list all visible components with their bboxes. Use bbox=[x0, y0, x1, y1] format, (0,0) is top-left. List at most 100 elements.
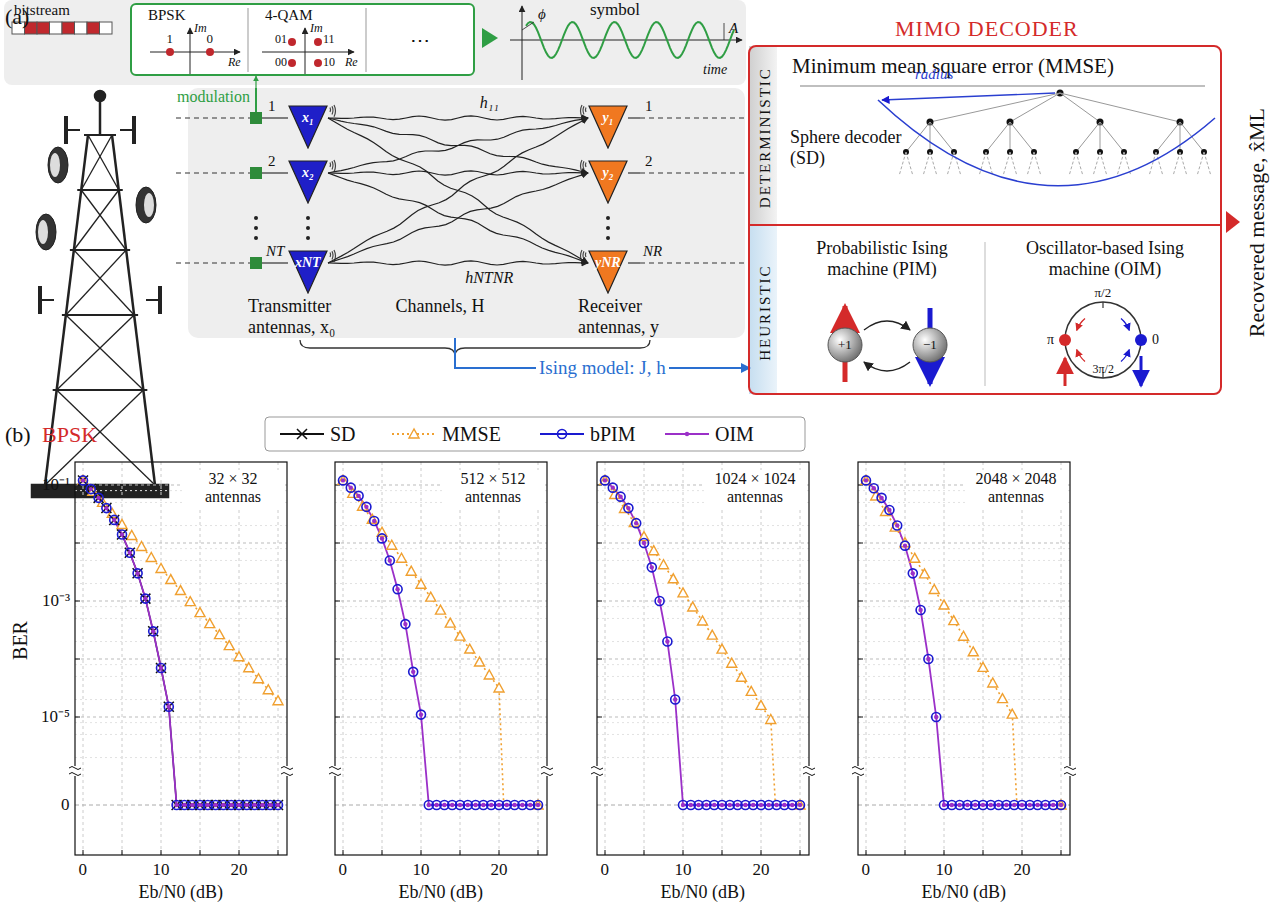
ber-charts-part bbox=[125, 548, 135, 558]
top-panel-part bbox=[305, 28, 306, 74]
connector bbox=[328, 118, 588, 173]
top-panel-part bbox=[288, 59, 296, 67]
edge-label: hNTNR bbox=[462, 269, 516, 287]
ber-plot-part bbox=[722, 462, 723, 855]
node-text: Probabilistic Ising machine (PIM) bbox=[792, 238, 972, 279]
antenna-panel-part-part bbox=[581, 105, 582, 117]
ber-charts-part bbox=[205, 619, 215, 628]
ber-plot-part bbox=[800, 850, 801, 855]
antenna-panel-part-part bbox=[582, 106, 584, 114]
legend-text: MMSE bbox=[442, 423, 501, 446]
label: 20 bbox=[1014, 860, 1031, 880]
antenna-panel-part-part bbox=[306, 236, 310, 240]
ber-plot-part bbox=[1064, 767, 1076, 776]
label: 0 bbox=[79, 860, 88, 880]
legend-box bbox=[265, 417, 805, 451]
ber-plot-part bbox=[75, 583, 287, 584]
ber-charts-part bbox=[206, 803, 210, 807]
ber-plot-part bbox=[858, 699, 1070, 700]
ber-plot-part bbox=[75, 606, 287, 607]
ber-charts-part bbox=[618, 494, 622, 498]
ber-charts-part bbox=[185, 597, 195, 606]
ber-charts-part bbox=[190, 803, 194, 807]
connector bbox=[328, 171, 588, 175]
label: π/2 bbox=[1095, 286, 1112, 301]
ber-plot-part bbox=[499, 850, 500, 855]
decoder-art-part bbox=[1135, 334, 1147, 346]
ber-charts-part bbox=[685, 432, 689, 436]
label: NT bbox=[266, 243, 284, 260]
top-panel-part bbox=[131, 4, 474, 75]
ber-plot-part bbox=[683, 850, 684, 855]
ber-plot-part bbox=[460, 462, 461, 855]
ber-plot bbox=[329, 462, 553, 855]
ber-charts-part bbox=[434, 803, 438, 807]
ber-charts-part bbox=[673, 697, 677, 701]
top-panel-part bbox=[190, 28, 191, 74]
ber-charts-part bbox=[367, 514, 377, 523]
ber-plot bbox=[69, 462, 293, 855]
ber-charts-part bbox=[663, 637, 672, 646]
ber-plot-part bbox=[597, 583, 809, 584]
ber-charts-part bbox=[1004, 803, 1008, 807]
ber-charts-part bbox=[728, 803, 732, 807]
label: symbol bbox=[590, 0, 640, 20]
ber-charts-part bbox=[616, 492, 625, 501]
label: 0 bbox=[601, 860, 610, 880]
ber-plot-part bbox=[858, 659, 1070, 660]
ber-plot-part bbox=[983, 850, 984, 855]
ber-charts-part bbox=[908, 569, 917, 578]
ber-charts-part bbox=[215, 630, 225, 639]
ber-plot-part bbox=[597, 548, 809, 549]
tower-part bbox=[120, 129, 134, 131]
ber-charts-part bbox=[118, 530, 127, 539]
ber-plot-part bbox=[75, 618, 287, 619]
label: ϕ bbox=[538, 6, 546, 23]
tower-part bbox=[66, 250, 126, 315]
decoder-art-part-part bbox=[1100, 122, 1101, 152]
top-panel-part bbox=[248, 8, 249, 72]
ber-plot-part bbox=[541, 766, 553, 776]
ber-charts-part bbox=[362, 502, 371, 511]
ber-plot-part bbox=[335, 525, 547, 526]
ber-charts-part bbox=[466, 803, 470, 807]
label: 1024 × 1024 antennas bbox=[704, 470, 806, 507]
ber-plot-part bbox=[335, 676, 547, 677]
ber-plot-part bbox=[866, 850, 867, 855]
antenna-panel-part-part bbox=[176, 117, 250, 118]
ber-plot-part bbox=[803, 766, 815, 776]
ber-charts-part bbox=[395, 587, 399, 591]
ber-plot-part bbox=[858, 601, 1070, 602]
legend-sample bbox=[540, 433, 584, 435]
top-panel-part bbox=[526, 22, 734, 58]
ber-charts-part bbox=[273, 696, 283, 705]
decoder-art-part-part bbox=[930, 152, 937, 176]
ber-plot-part bbox=[421, 850, 422, 855]
ber-plot-part bbox=[800, 462, 801, 855]
ber-charts-part bbox=[380, 536, 384, 540]
decoder-art-part-part bbox=[1076, 122, 1100, 152]
ber-charts-part bbox=[455, 631, 465, 640]
ber-plot-part bbox=[858, 757, 1070, 758]
decoder-art-part-part bbox=[1093, 152, 1100, 176]
connector bbox=[328, 118, 588, 173]
label: 10 bbox=[323, 56, 335, 70]
decoder-art-part bbox=[1059, 334, 1071, 346]
tower-part bbox=[95, 91, 105, 101]
ber-charts-part bbox=[127, 530, 137, 539]
antenna-panel bbox=[176, 88, 745, 356]
label: 0 bbox=[339, 860, 348, 880]
ber-charts-part bbox=[104, 506, 108, 510]
node-text: 4-QAM bbox=[265, 7, 313, 24]
ber-plot-part bbox=[858, 606, 1070, 607]
ber-plot-part bbox=[761, 850, 762, 855]
antenna-panel-part-part bbox=[262, 172, 288, 173]
ber-charts-part bbox=[86, 484, 96, 494]
antenna-panel-part-part bbox=[306, 226, 310, 230]
antenna-panel-part-part bbox=[331, 161, 333, 169]
decoder-art-part bbox=[749, 46, 777, 225]
antenna-panel-part-part bbox=[640, 262, 745, 263]
top-panel-part-part bbox=[37, 22, 50, 34]
ber-plot-part bbox=[858, 618, 1070, 619]
